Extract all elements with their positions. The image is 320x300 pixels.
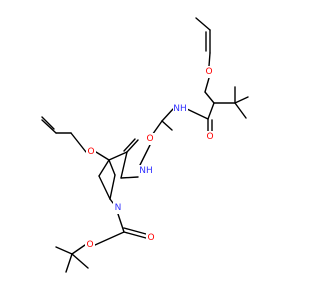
carbamate-ester-oxygen-label: O	[86, 240, 93, 250]
ether-oxygen-left: O	[86, 146, 96, 158]
bond-line	[109, 174, 116, 200]
bond-line	[108, 151, 128, 161]
piperidine-nitrogen-label: N	[115, 203, 122, 213]
bond-line	[120, 176, 139, 179]
bond-line	[109, 198, 114, 204]
atom-labels: O NH O O O NH N O	[85, 66, 215, 251]
amide-oxygen-left: O	[145, 133, 155, 145]
piperidine-nitrogen: N	[113, 202, 123, 214]
bond-line	[204, 77, 210, 93]
bond-line	[41, 119, 57, 134]
ether-oxygen-left-label: O	[87, 147, 94, 157]
bond-lines	[41, 17, 249, 273]
carbamate-carbonyl-oxygen-label: O	[147, 233, 154, 243]
bond-line	[123, 231, 147, 239]
carbamate-carbonyl-oxygen: O	[146, 232, 156, 244]
bond-line	[117, 213, 125, 233]
amide-oxygen-right-label: O	[206, 132, 213, 142]
bond-line	[208, 52, 211, 67]
bond-line	[98, 175, 111, 200]
bond-line	[41, 116, 55, 130]
bond-line	[186, 108, 209, 120]
bond-line	[161, 120, 173, 131]
amide-nh-right-label: NH	[173, 104, 187, 114]
bond-line	[123, 138, 136, 152]
bond-line	[94, 231, 125, 246]
amide-nh-right: NH	[173, 103, 188, 115]
bond-line	[65, 253, 73, 273]
bond-line	[71, 253, 89, 269]
bond-line	[95, 151, 110, 161]
bond-line	[126, 139, 139, 153]
bond-line	[70, 132, 87, 153]
bond-line	[195, 17, 211, 31]
bond-line	[120, 151, 128, 179]
bond-line	[55, 246, 73, 255]
bond-line	[207, 102, 215, 120]
ether-oxygen-top-label: O	[205, 67, 212, 77]
bond-line	[108, 159, 116, 176]
carbamate-ester-oxygen: O	[85, 239, 95, 251]
bond-line	[234, 96, 249, 104]
bond-line	[98, 159, 110, 177]
amide-oxygen-right: O	[205, 131, 215, 143]
amide-nh-center: NH	[139, 165, 154, 177]
bond-line	[161, 108, 174, 122]
bond-line	[204, 91, 215, 104]
bond-line	[123, 227, 147, 235]
bond-line	[71, 244, 86, 255]
bond-line	[139, 144, 151, 166]
amide-oxygen-left-label: O	[146, 134, 153, 144]
amide-nh-center-label: NH	[139, 166, 153, 176]
molecule-structure-diagram: O NH O O O NH N O	[41, 17, 249, 273]
bond-line	[234, 102, 247, 119]
ether-oxygen-top: O	[204, 66, 214, 78]
